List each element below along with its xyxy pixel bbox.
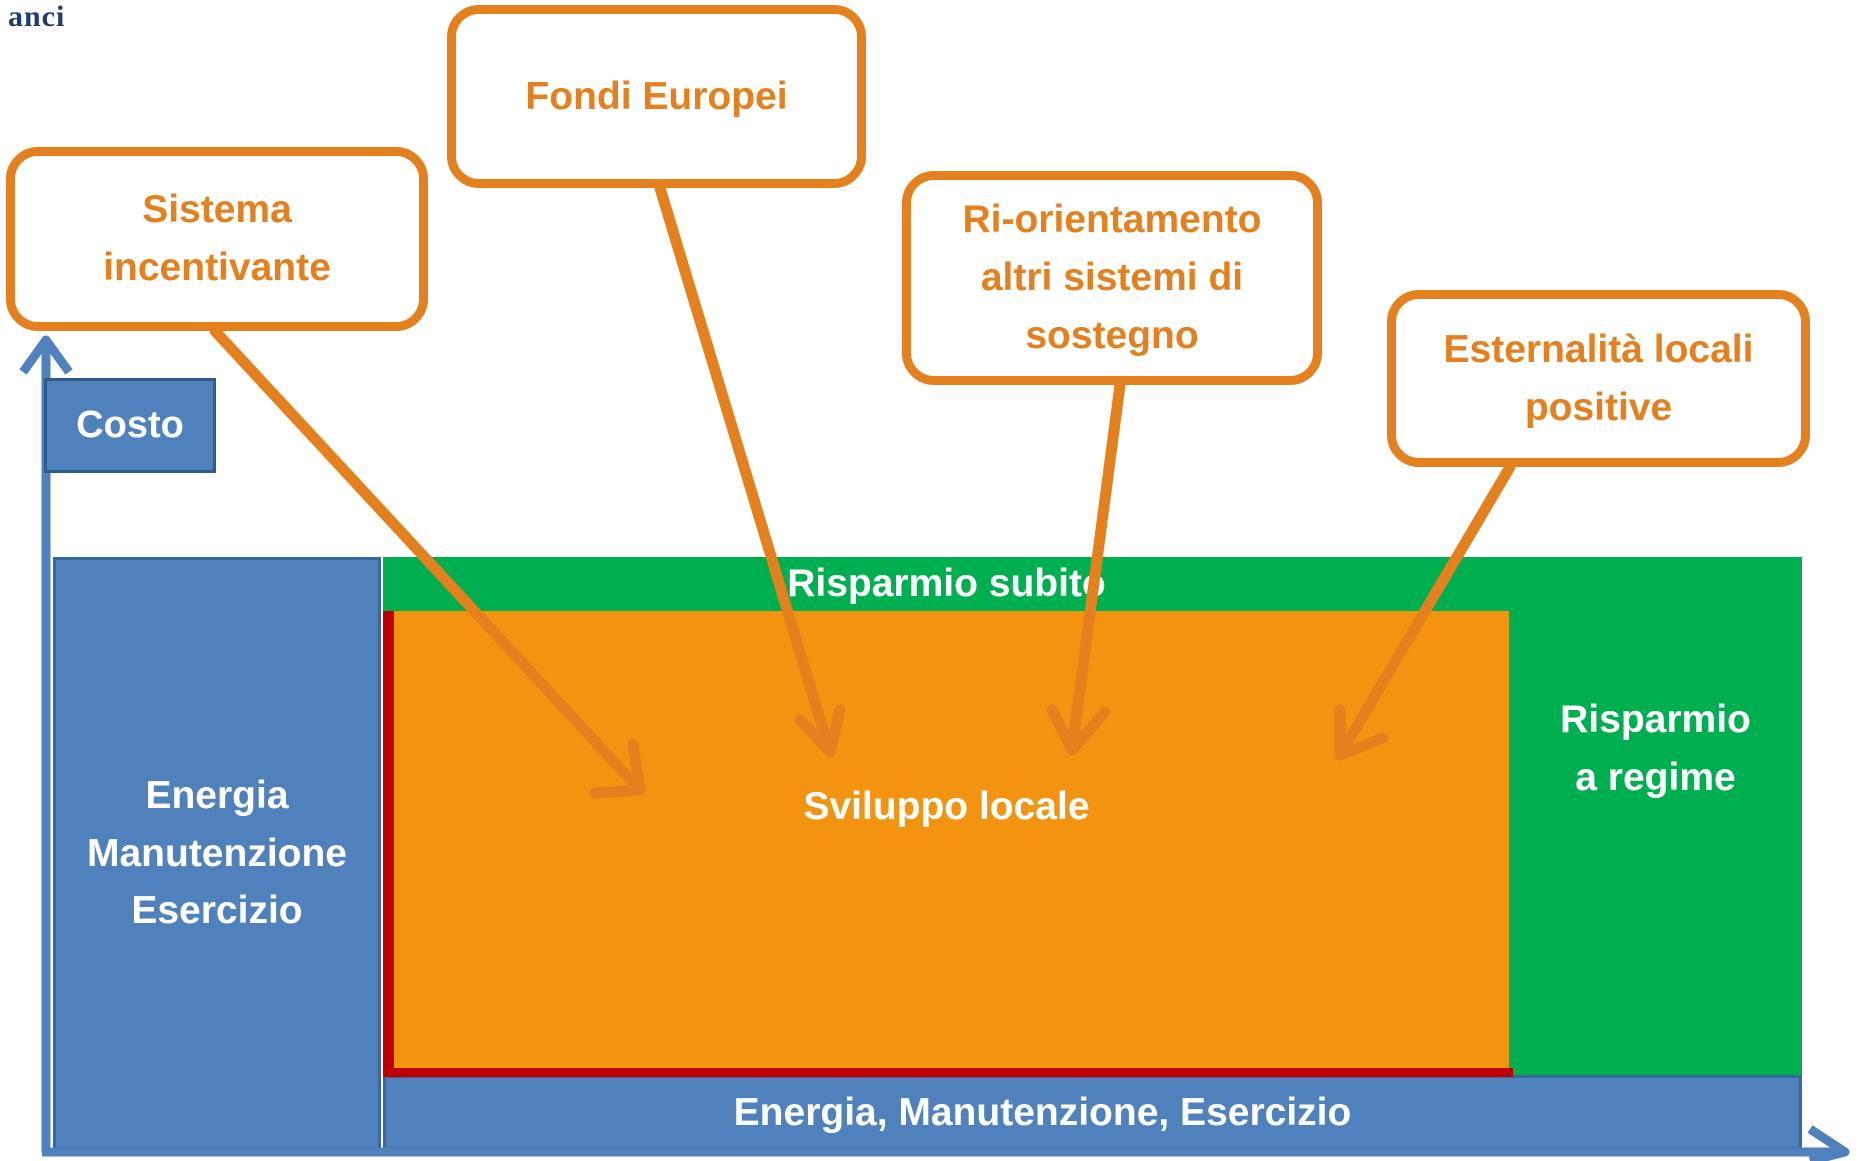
block-savings-regime: Risparmio a regime xyxy=(1509,557,1802,1075)
block-savings-now: Risparmio subito xyxy=(383,557,1510,611)
y-axis-arrowhead xyxy=(19,335,73,375)
block-energy-maintenance-operation-bottom: Energia, Manutenzione, Esercizio xyxy=(383,1075,1802,1150)
callout-european-funds: Fondi Europei xyxy=(447,5,866,188)
x-axis-arrowhead xyxy=(1807,1125,1850,1161)
anci-logo: anci xyxy=(8,0,66,33)
red-left-edge xyxy=(383,604,394,1076)
callout-local-externalities: Esternalità locali positive xyxy=(1387,290,1810,467)
red-bottom-edge xyxy=(383,1068,1513,1077)
callout-reorientation: Ri-orientamento altri sistemi di sostegn… xyxy=(902,171,1322,385)
y-axis-label: Costo xyxy=(44,378,216,473)
callout-incentive-system: Sistema incentivante xyxy=(6,147,428,331)
block-energy-maintenance-operation: Energia Manutenzione Esercizio xyxy=(53,557,381,1150)
block-local-development: Sviluppo locale xyxy=(383,610,1510,1073)
